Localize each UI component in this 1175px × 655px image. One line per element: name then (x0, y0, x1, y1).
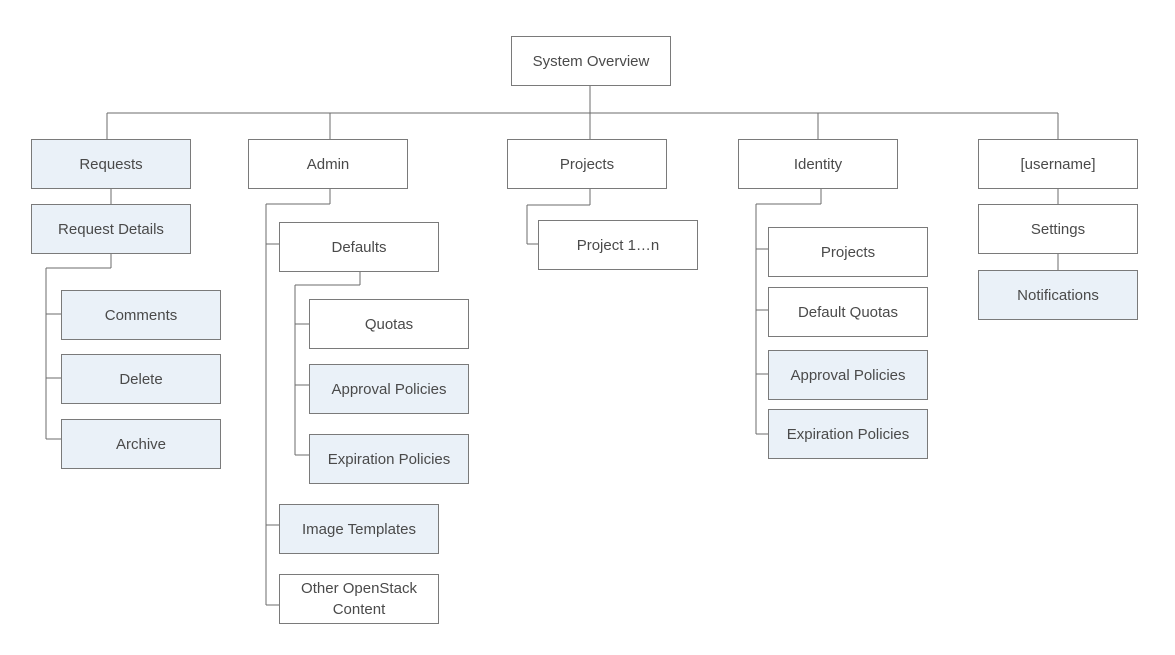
node-settings[interactable]: Settings (978, 204, 1138, 254)
node-username[interactable]: [username] (978, 139, 1138, 189)
node-quotas[interactable]: Quotas (309, 299, 469, 349)
node-image-templates[interactable]: Image Templates (279, 504, 439, 554)
node-project-1-n[interactable]: Project 1…n (538, 220, 698, 270)
node-request-details[interactable]: Request Details (31, 204, 191, 254)
node-other-openstack-content[interactable]: Other OpenStack Content (279, 574, 439, 624)
node-default-quotas[interactable]: Default Quotas (768, 287, 928, 337)
node-identity-projects[interactable]: Projects (768, 227, 928, 277)
node-identity[interactable]: Identity (738, 139, 898, 189)
node-notifications[interactable]: Notifications (978, 270, 1138, 320)
node-admin[interactable]: Admin (248, 139, 408, 189)
node-admin-approval-policies[interactable]: Approval Policies (309, 364, 469, 414)
node-defaults[interactable]: Defaults (279, 222, 439, 272)
node-archive[interactable]: Archive (61, 419, 221, 469)
node-admin-expiration-policies[interactable]: Expiration Policies (309, 434, 469, 484)
node-delete[interactable]: Delete (61, 354, 221, 404)
node-requests[interactable]: Requests (31, 139, 191, 189)
node-system-overview[interactable]: System Overview (511, 36, 671, 86)
node-comments[interactable]: Comments (61, 290, 221, 340)
node-identity-approval-policies[interactable]: Approval Policies (768, 350, 928, 400)
node-identity-expiration-policies[interactable]: Expiration Policies (768, 409, 928, 459)
node-projects[interactable]: Projects (507, 139, 667, 189)
